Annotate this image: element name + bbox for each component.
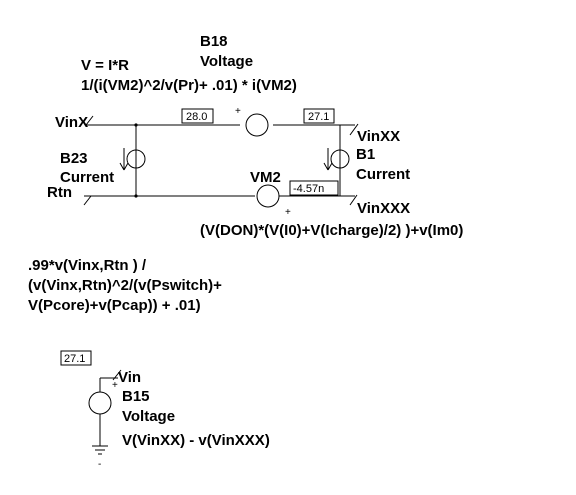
vm2-plus-mark: + [285, 207, 291, 218]
b1-expression: (V(DON)*(V(I0)+V(Icharge)/2) )+v(Im0) [200, 222, 464, 239]
net-label-vinxx: VinXX [357, 128, 401, 145]
b18-name: B18 [200, 33, 228, 50]
b15-expression: V(VinXX) - v(VinXXX) [122, 432, 270, 449]
junction-dot-bottom [134, 194, 138, 198]
b1-type: Current [356, 166, 411, 183]
ground-minus-mark: - [98, 459, 101, 470]
junction-dot-top [134, 123, 138, 127]
expression-line-1: .99*v(Vinx,Rtn ) / [28, 257, 147, 274]
b15-plus-mark: + [112, 380, 118, 391]
b23-name: B23 [60, 150, 88, 167]
b18-type: Voltage [200, 53, 254, 70]
vinx-port-tick [85, 115, 94, 126]
expression-line-3: V(Pcore)+v(Pcap)) + .01) [28, 297, 201, 314]
readout-vinxx: 27.1 [308, 111, 329, 123]
net-label-vinxxx: VinXXX [357, 200, 411, 217]
readout-box-vinxx [303, 108, 335, 124]
expression-line-2: (v(Vinx,Rtn)^2/(v(Pswitch)+ [28, 277, 222, 294]
readout-box-28 [181, 108, 214, 124]
b18-expression: 1/(i(VM2)^2/v(Pr)+ .01) * i(VM2) [81, 77, 297, 94]
b23-type: Current [60, 169, 115, 186]
b15-source-symbol [88, 391, 112, 415]
b1-name: B1 [356, 146, 376, 163]
vm2-meter-symbol [256, 184, 280, 208]
readout-box-vin [60, 350, 92, 366]
net-label-vin: Vin [118, 369, 142, 386]
b18-plus-mark: + [235, 106, 241, 117]
b1-arrow-head-r [327, 162, 333, 171]
b18-source-symbol [245, 113, 269, 137]
b23-source-symbol [126, 149, 146, 169]
b1-source-symbol [330, 149, 350, 169]
b23-arrow-head-r [123, 162, 129, 171]
net-label-rtn: Rtn [47, 184, 72, 201]
b15-type: Voltage [122, 408, 176, 425]
b23-arrow-head-l [119, 162, 125, 171]
readout-box-vm2 [289, 180, 339, 196]
b15-name: B15 [122, 388, 150, 405]
readout-vm2: -4.57n [293, 183, 324, 195]
net-label-vinx: VinX [55, 114, 89, 131]
vinxx-port-tick [349, 123, 359, 136]
formula-vir: V = I*R [81, 57, 129, 74]
readout-vinx: 28.0 [186, 111, 207, 123]
readout-vin: 27.1 [64, 353, 85, 365]
rtn-port-tick [83, 195, 92, 206]
vm2-name: VM2 [250, 169, 281, 186]
vinxxx-port-tick [349, 194, 358, 206]
b1-arrow-head-l [323, 162, 329, 171]
vin-port-tick [112, 369, 122, 381]
